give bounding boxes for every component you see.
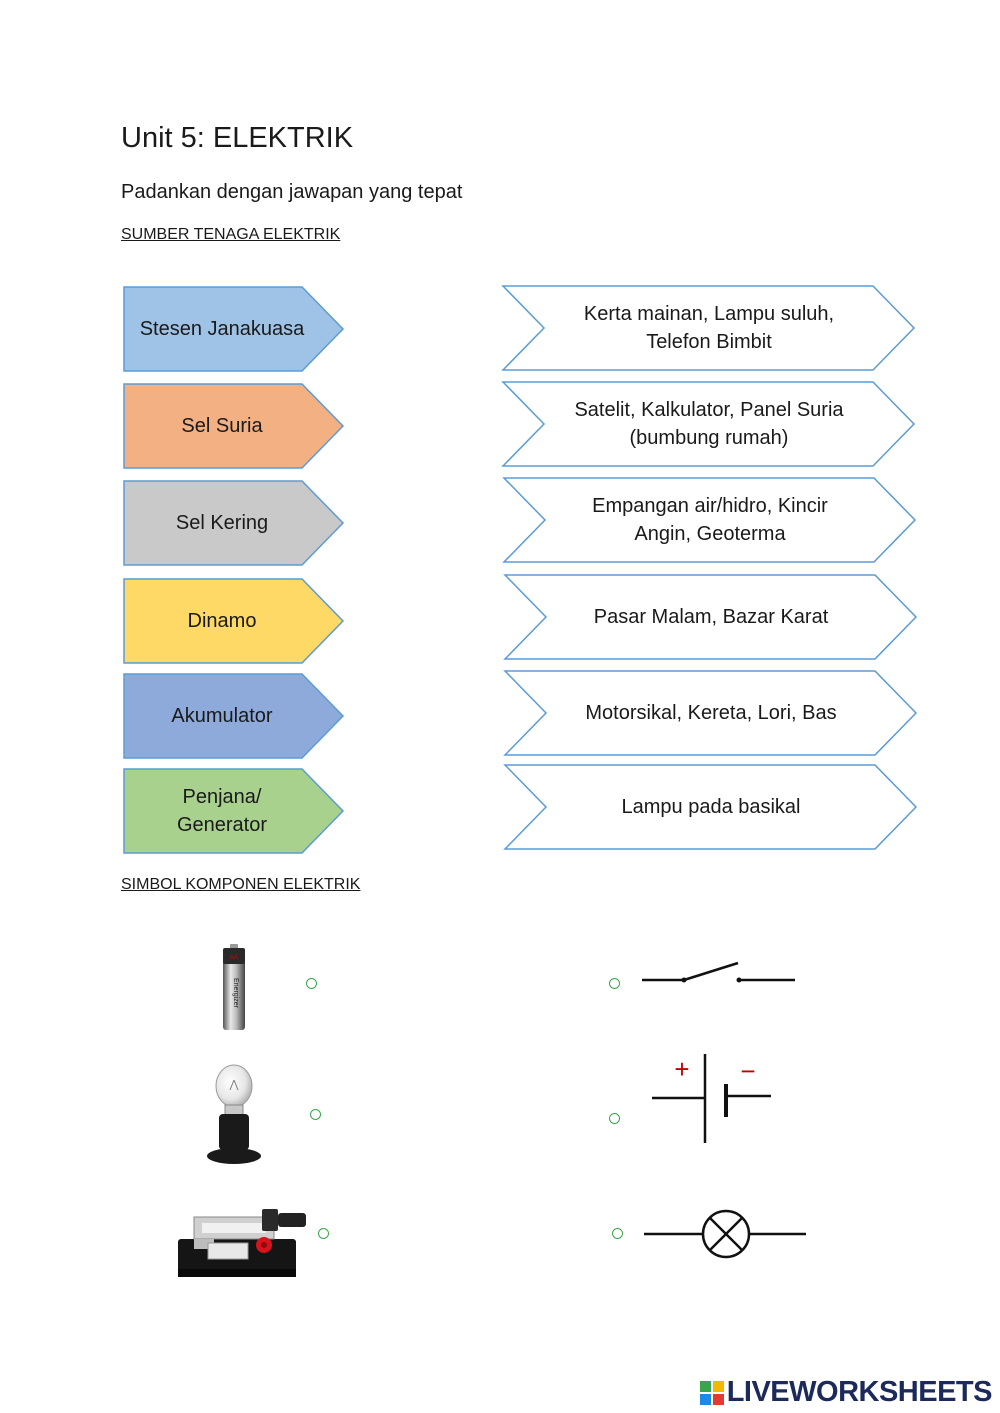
arrow-shape [123,480,345,566]
source-arrow[interactable]: Dinamo [122,577,346,667]
example-chevron[interactable]: Kerta mainan, Lampu suluh, Telefon Bimbi… [501,284,917,374]
source-label: Stesen Janakuasa [139,318,305,340]
source-label: Sel Suria [181,415,263,437]
instruction-text: Padankan dengan jawapan yang tepat [121,181,463,203]
minus-sign: − [740,1056,755,1086]
knife-switch-photo [174,1203,312,1279]
brand-text: LIVEWORKSHEETS [726,1376,993,1408]
source-arrow[interactable]: Stesen Janakuasa [122,285,346,375]
arrow-shape [123,673,345,759]
example-chevron[interactable]: Motorsikal, Kereta, Lori, Bas [503,669,919,759]
example-chevron[interactable]: Satelit, Kalkulator, Panel Suria (bumbun… [501,380,917,470]
cell-symbol: + − [648,1050,776,1146]
source-arrow[interactable]: Penjana/ Generator [122,767,346,857]
source-arrow[interactable]: Akumulator [122,672,346,762]
liveworksheets-brand: LIVEWORKSHEETS [699,1376,993,1409]
match-dot[interactable] [306,978,317,989]
arrow-shape [123,383,345,469]
source-label: Akumulator [171,705,273,727]
liveworksheets-logo-icon [699,1380,724,1405]
worksheet-title: Unit 5: ELEKTRIK [121,122,354,154]
arrow-shape [123,286,345,372]
chevron-shape [503,574,918,660]
source-label: Penjana/ Generator [176,786,268,836]
example-label: Lampu pada basikal [621,796,801,818]
example-label: Motorsikal, Kereta, Lori, Bas [585,702,837,724]
light-bulb-photo [205,1062,263,1166]
match-dot[interactable] [609,1113,620,1124]
plus-sign: + [674,1054,689,1084]
example-label: Satelit, Kalkulator, Panel Suria (bumbun… [574,399,844,449]
section-heading-symbols: SIMBOL KOMPONEN ELEKTRIK [121,876,361,893]
aa-battery-photo: AA Energizer [218,943,250,1031]
switch-symbol [640,958,800,998]
example-chevron[interactable]: Empangan air/hidro, Kincir Angin, Geoter… [502,476,918,566]
match-dot[interactable] [612,1228,623,1239]
match-dot[interactable] [310,1109,321,1120]
example-chevron[interactable]: Pasar Malam, Bazar Karat [503,573,919,663]
example-label: Pasar Malam, Bazar Karat [593,606,829,628]
arrow-shape [123,578,345,664]
arrow-shape [123,768,345,854]
chevron-shape [501,381,916,467]
source-arrow[interactable]: Sel Kering [122,479,346,569]
chevron-shape [503,764,918,850]
chevron-shape [501,285,916,371]
source-arrow[interactable]: Sel Suria [122,382,346,472]
example-chevron[interactable]: Lampu pada basikal [503,763,919,853]
example-label: Empangan air/hidro, Kincir Angin, Geoter… [592,495,828,545]
battery-label: AA [230,955,238,961]
chevron-shape [502,477,917,563]
section-heading-sources: SUMBER TENAGA ELEKTRIK [121,226,341,243]
example-label: Kerta mainan, Lampu suluh, Telefon Bimbi… [583,303,835,353]
match-dot[interactable] [318,1228,329,1239]
chevron-shape [503,670,918,756]
lamp-symbol [642,1206,810,1262]
match-dot[interactable] [609,978,620,989]
battery-brand: Energizer [232,978,239,1009]
source-label: Sel Kering [175,512,269,534]
source-label: Dinamo [187,610,257,632]
